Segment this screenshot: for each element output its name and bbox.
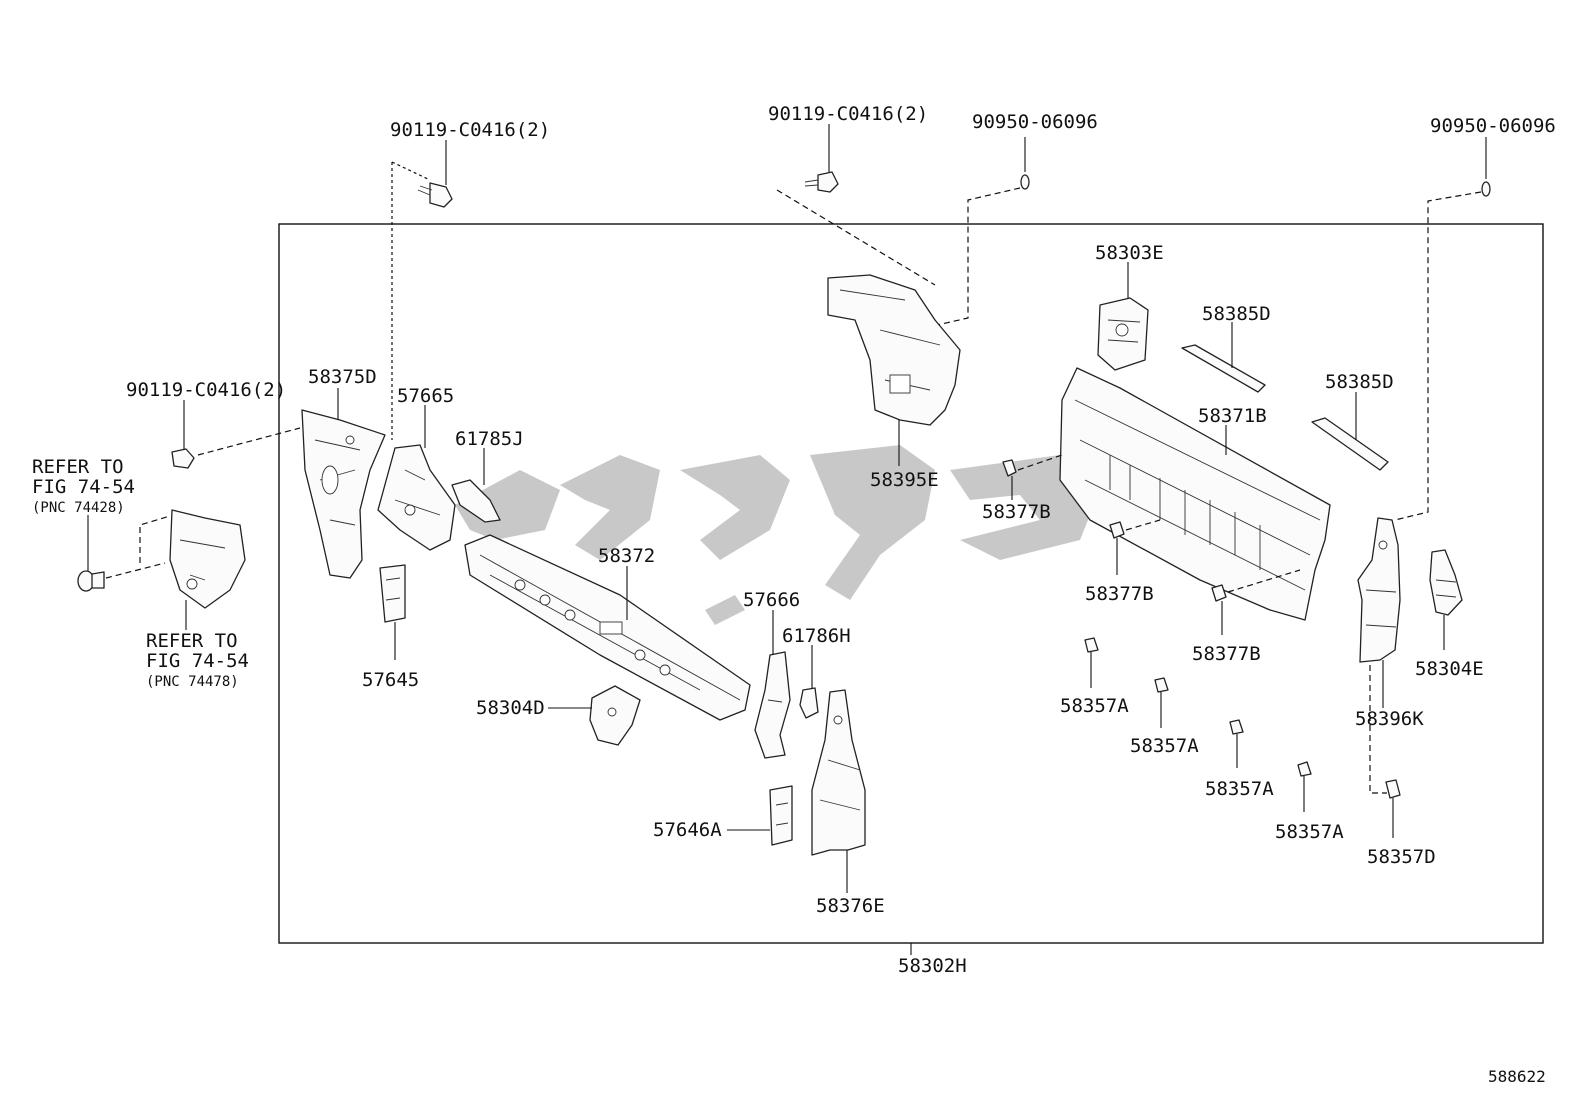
bracket-58395E xyxy=(827,274,961,466)
clip-58357A-d xyxy=(1297,761,1312,812)
assembly-label: 58302H xyxy=(898,955,967,977)
fastener-label: 90950-06096 xyxy=(972,111,1098,133)
dashed-guide xyxy=(936,187,1021,326)
dashed-guide xyxy=(1017,454,1063,471)
part-label: 58357A xyxy=(1205,778,1274,800)
part-label: 58377B xyxy=(982,501,1051,523)
bracket-58385D-b xyxy=(1311,392,1389,471)
part-label: 58304D xyxy=(476,697,545,719)
part-label: 58385D xyxy=(1325,371,1394,393)
bracket-61785J xyxy=(451,448,501,523)
reference-line1: REFER TO xyxy=(146,630,238,652)
reference-line2: FIG 74-54 xyxy=(146,650,249,672)
dashed-guide xyxy=(1125,519,1161,531)
dashed-guide xyxy=(1394,191,1482,521)
clip-58377B-b xyxy=(1109,521,1125,575)
clip-58377B-c xyxy=(1211,584,1227,635)
clip-58377B-a xyxy=(1002,459,1017,500)
part-label: 58357A xyxy=(1130,735,1199,757)
bolt-icon xyxy=(171,400,195,469)
bracket-58303E xyxy=(1097,262,1149,371)
part-label: 58395E xyxy=(870,469,939,491)
dashed-guide xyxy=(105,515,171,579)
bracket-58385D-a xyxy=(1181,322,1266,393)
part-label: 61785J xyxy=(455,428,524,450)
plate-57646A xyxy=(727,785,793,846)
pillar-58396K xyxy=(1357,517,1401,708)
diagram-id: 588622 xyxy=(1488,1067,1546,1086)
part-label: 61786H xyxy=(782,625,851,647)
fastener-label: 90950-06096 xyxy=(1430,115,1556,137)
pillar-58376E xyxy=(811,689,866,893)
fastener-label: 90119-C0416(2) xyxy=(768,103,928,125)
plate-57645 xyxy=(379,564,406,660)
fastener-label: 90119-C0416(2) xyxy=(390,119,550,141)
part-label: 58376E xyxy=(816,895,885,917)
part-label: 58303E xyxy=(1095,242,1164,264)
bolt-icon xyxy=(417,140,453,208)
part-label: 57666 xyxy=(743,589,800,611)
reference-line3: (PNC 74478) xyxy=(146,674,239,690)
clip-58357A-b xyxy=(1154,677,1169,728)
reference-line3: (PNC 74428) xyxy=(32,500,125,516)
dashed-guide xyxy=(197,427,301,456)
panel-58371B xyxy=(1059,367,1331,621)
clip-58357A-c xyxy=(1229,719,1244,768)
dashed-guide xyxy=(1227,569,1301,593)
part-label: 58375D xyxy=(308,366,377,388)
part-label: 58396K xyxy=(1355,708,1424,730)
part-label: 58304E xyxy=(1415,658,1484,680)
part-label: 57665 xyxy=(397,385,454,407)
panel-58375D xyxy=(301,388,386,579)
watermark-logo xyxy=(455,445,1100,625)
part-label: 57645 xyxy=(362,669,419,691)
part-label: 58377B xyxy=(1192,643,1261,665)
dashed-guide xyxy=(776,189,936,286)
dashed-guide xyxy=(1369,665,1387,794)
bracket-57666 xyxy=(754,610,791,759)
bracket-58304D xyxy=(548,685,641,746)
clip-icon xyxy=(77,515,105,592)
part-label: 58371B xyxy=(1198,405,1267,427)
bracket-ref-part xyxy=(169,509,246,630)
part-label: 57646A xyxy=(653,819,722,841)
reference-line1: REFER TO xyxy=(32,456,124,478)
part-label: 58385D xyxy=(1202,303,1271,325)
part-label: 58377B xyxy=(1085,583,1154,605)
bracket-57665 xyxy=(377,405,456,551)
plug-icon xyxy=(1481,137,1491,197)
fastener-label: 90119-C0416(2) xyxy=(126,379,286,401)
part-label: 58357A xyxy=(1275,821,1344,843)
part-label: 58357D xyxy=(1367,846,1436,868)
clip-58357A-a xyxy=(1084,637,1099,688)
clip-58357D xyxy=(1385,779,1401,838)
bracket-61786H xyxy=(799,645,819,719)
bolt-icon xyxy=(804,124,839,193)
dashed-guide xyxy=(391,161,431,440)
part-label: 58357A xyxy=(1060,695,1129,717)
reference-line2: FIG 74-54 xyxy=(32,476,135,498)
bracket-58304E xyxy=(1429,549,1463,650)
rail-58372 xyxy=(464,534,751,721)
plug-icon xyxy=(1020,137,1030,190)
part-label: 58372 xyxy=(598,545,655,567)
